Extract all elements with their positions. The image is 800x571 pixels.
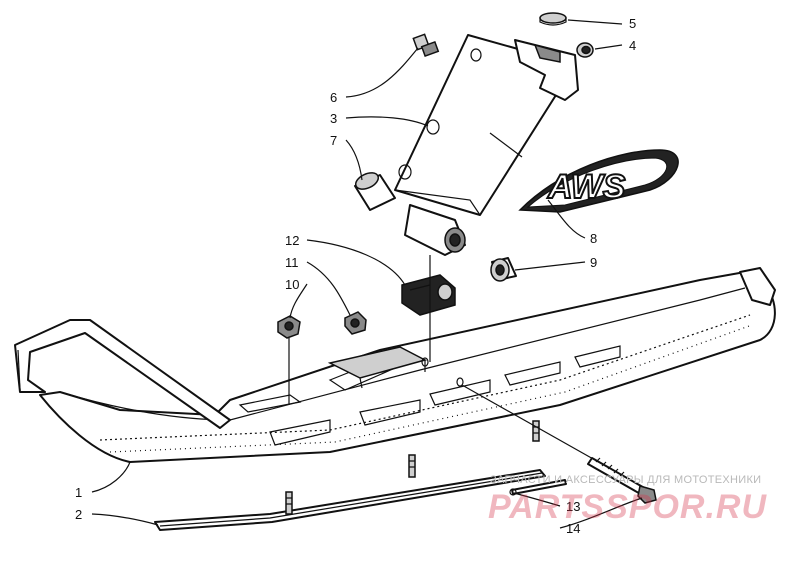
callout-3: 3 bbox=[330, 111, 337, 126]
callout-8: 8 bbox=[590, 231, 597, 246]
hex-nut-10 bbox=[277, 315, 301, 339]
assembly-lines bbox=[288, 255, 596, 461]
callout-13: 13 bbox=[566, 499, 580, 514]
callout-10: 10 bbox=[285, 277, 299, 292]
wear-bar-stud bbox=[532, 420, 540, 442]
wear-bar bbox=[154, 420, 546, 531]
cotter-pin bbox=[509, 479, 567, 496]
wear-bar-stud bbox=[285, 491, 293, 515]
callout-7: 7 bbox=[330, 133, 337, 148]
callout-1: 1 bbox=[75, 485, 82, 500]
watermark-logo: PARTSSPOR.RU bbox=[488, 488, 767, 526]
callout-5: 5 bbox=[629, 16, 636, 31]
watermark: ЗАПЧАСТИ И АКСЕССУАРЫ ДЛЯ МОТОТЕХНИКИ PA… bbox=[488, 474, 767, 526]
callout-11: 11 bbox=[285, 255, 299, 270]
callout-14: 14 bbox=[566, 521, 580, 536]
mount-bracket bbox=[401, 274, 456, 316]
bushing bbox=[490, 257, 517, 282]
callout-9: 9 bbox=[590, 255, 597, 270]
nut-11 bbox=[344, 311, 367, 335]
callout-labels: 5 4 6 3 7 8 9 12 11 10 1 2 13 14 bbox=[75, 16, 636, 536]
leader-lines bbox=[91, 19, 643, 529]
callout-6: 6 bbox=[330, 90, 337, 105]
callout-4: 4 bbox=[629, 38, 636, 53]
aws-decal: AWS bbox=[518, 149, 679, 213]
callout-12: 12 bbox=[285, 233, 299, 248]
wear-bar-stud bbox=[408, 454, 416, 478]
shock-absorber bbox=[394, 34, 579, 256]
decal-text: AWS bbox=[547, 168, 626, 206]
spacer-sleeve bbox=[354, 172, 396, 211]
bushing-top bbox=[576, 42, 594, 58]
bolt bbox=[587, 457, 657, 504]
callout-2: 2 bbox=[75, 507, 82, 522]
cap bbox=[539, 12, 567, 26]
ski-handle bbox=[14, 319, 231, 429]
watermark-tagline: ЗАПЧАСТИ И АКСЕССУАРЫ ДЛЯ МОТОТЕХНИКИ bbox=[490, 474, 761, 486]
grease-fitting bbox=[412, 33, 440, 58]
